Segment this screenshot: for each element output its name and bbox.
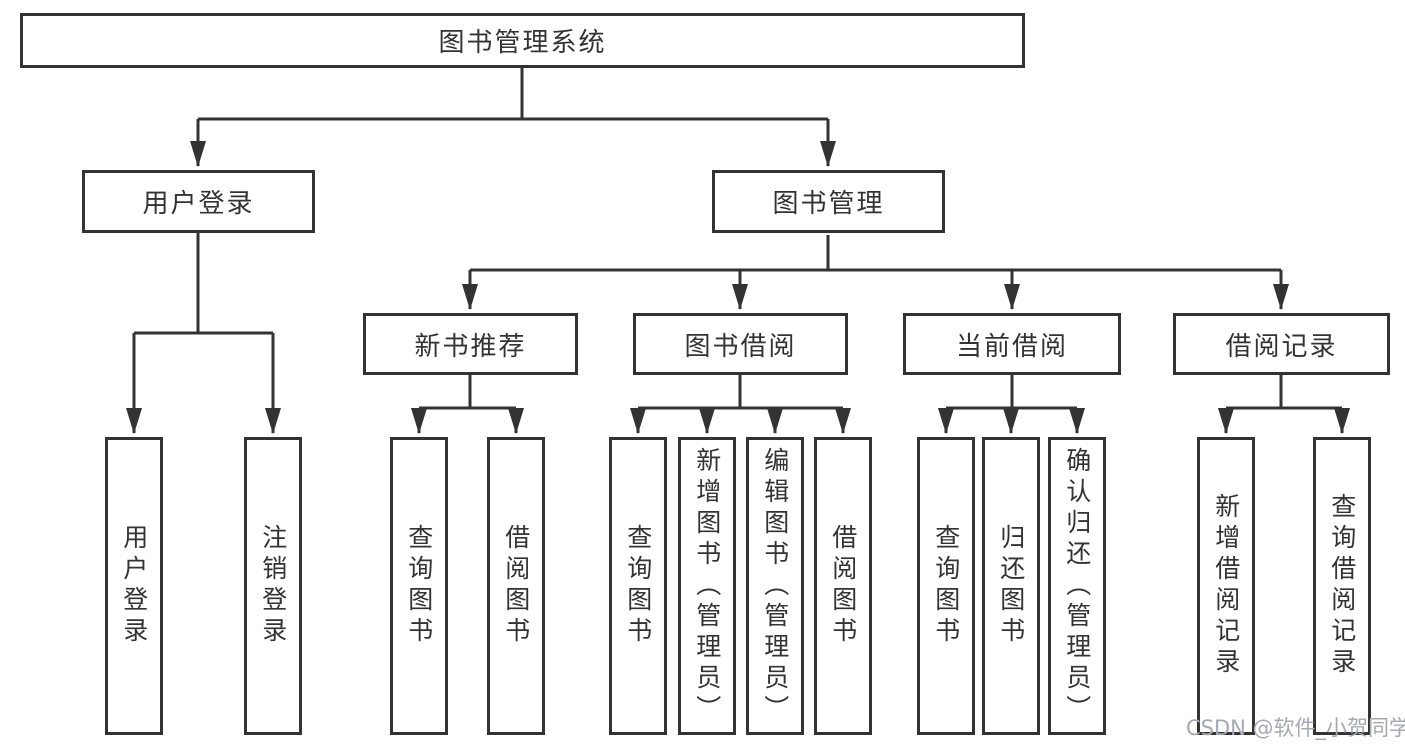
node-label: 图书管理系统 (438, 28, 607, 58)
leaf-label: 查询借阅记录 (1327, 493, 1357, 679)
node-label: 用户登录 (142, 189, 255, 219)
leaf-query-books: 查询图书 (390, 437, 448, 735)
leaf-add-book-admin: 新增图书（管理员） (678, 437, 736, 735)
node-borrow-records: 借阅记录 (1173, 313, 1390, 375)
leaf-confirm-return-admin: 确认归还（管理员） (1048, 437, 1106, 735)
leaf-label: 确认归还（管理员） (1062, 446, 1092, 726)
leaf-label: 注销登录 (258, 524, 288, 648)
leaf-logout: 注销登录 (244, 437, 302, 735)
node-label: 借阅记录 (1225, 331, 1338, 362)
leaf-query-books: 查询图书 (917, 437, 975, 735)
leaf-label: 查询图书 (404, 524, 434, 648)
leaf-label: 编辑图书（管理员） (760, 446, 790, 726)
csdn-watermark: CSDN @软件_小贺同学 (1186, 716, 1405, 740)
node-book-borrow: 图书借阅 (633, 313, 848, 375)
node-label: 图书管理 (772, 189, 885, 219)
node-user-login: 用户登录 (82, 170, 315, 233)
leaf-label: 新增借阅记录 (1211, 493, 1241, 679)
node-current-borrow: 当前借阅 (903, 313, 1121, 375)
leaf-label: 借阅图书 (501, 524, 531, 648)
node-label: 图书借阅 (684, 331, 797, 362)
leaf-query-borrow-record: 查询借阅记录 (1313, 437, 1371, 735)
node-new-book-recommend: 新书推荐 (363, 313, 578, 375)
leaf-label: 归还图书 (996, 524, 1026, 648)
node-label: 当前借阅 (955, 331, 1068, 362)
leaf-borrow-books: 借阅图书 (487, 437, 545, 735)
leaf-label: 查询图书 (931, 524, 961, 648)
leaf-edit-book-admin: 编辑图书（管理员） (746, 437, 804, 735)
leaf-borrow-books: 借阅图书 (814, 437, 872, 735)
node-book-management: 图书管理 (712, 170, 945, 233)
node-library-system: 图书管理系统 (20, 13, 1025, 68)
leaf-label: 新增图书（管理员） (692, 446, 722, 726)
leaf-return-books: 归还图书 (982, 437, 1040, 735)
node-label: 新书推荐 (414, 331, 527, 362)
leaf-label: 查询图书 (623, 524, 653, 648)
leaf-label: 用户登录 (119, 524, 149, 648)
leaf-add-borrow-record: 新增借阅记录 (1197, 437, 1255, 735)
leaf-query-books: 查询图书 (609, 437, 667, 735)
leaf-user-login: 用户登录 (105, 437, 163, 735)
leaf-label: 借阅图书 (828, 524, 858, 648)
